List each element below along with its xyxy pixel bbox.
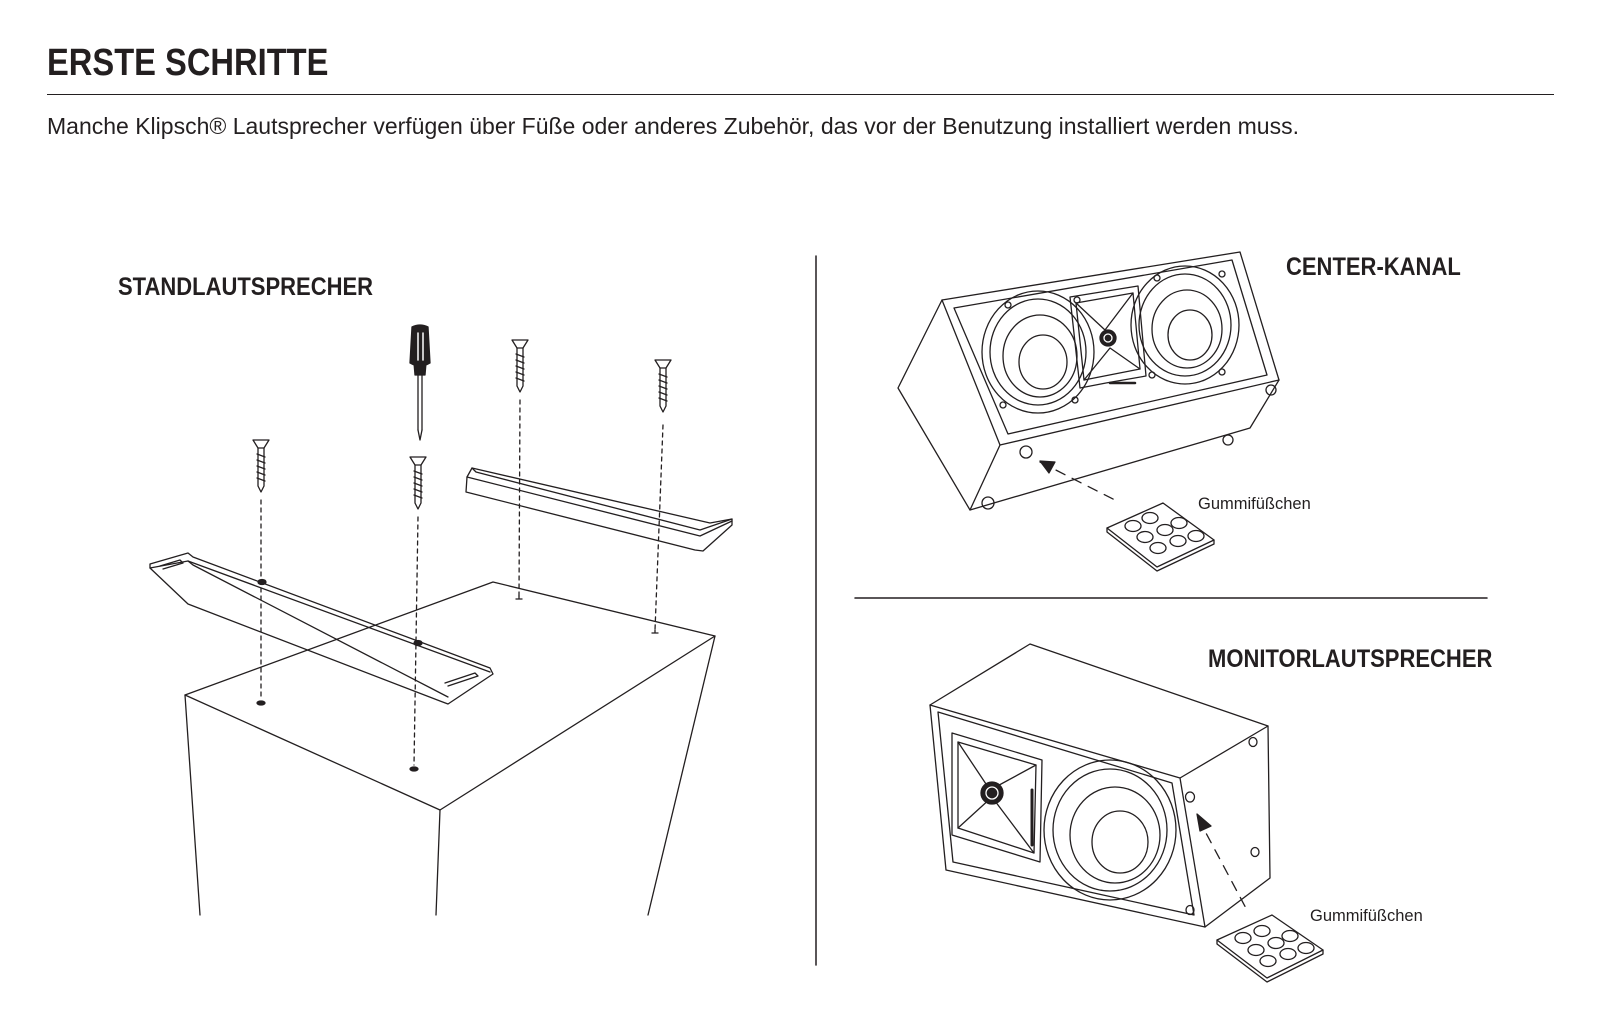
title-divider	[47, 94, 1554, 95]
monitor-rubber-feet-icon	[1217, 915, 1323, 982]
screwdriver-icon	[410, 325, 430, 440]
page-title: ERSTE SCHRITTE	[47, 42, 329, 84]
monitor-cabinet	[930, 644, 1270, 927]
screw-alignment-lines	[261, 400, 663, 765]
cabinet-mounting-holes	[257, 596, 658, 771]
monitor-woofer-cone	[1044, 760, 1176, 900]
horn-tweeter	[1070, 286, 1146, 388]
screw-icon	[655, 360, 671, 412]
monitor-horn-tweeter	[952, 733, 1042, 862]
woofer-cone-right	[1131, 266, 1239, 384]
center-channel-illustration	[898, 252, 1279, 571]
tower-cabinet	[185, 582, 715, 915]
rear-foot-bar	[466, 468, 732, 551]
center-rubber-feet-caption: Gummifüßchen	[1198, 495, 1311, 513]
center-channel-heading: CENTER-KANAL	[1286, 253, 1461, 281]
intro-text: Manche Klipsch® Lautsprecher verfügen üb…	[47, 113, 1299, 139]
center-rubber-feet-icon	[1107, 503, 1214, 571]
center-cabinet	[898, 252, 1279, 510]
screw-icon	[253, 440, 269, 492]
monitor-heading: MONITORLAUTSPRECHER	[1208, 645, 1493, 673]
screw-icon	[410, 457, 426, 509]
floorstanding-heading: STANDLAUTSPRECHER	[118, 273, 374, 301]
monitor-speaker-illustration	[930, 644, 1323, 982]
monitor-rubber-feet-caption: Gummifüßchen	[1310, 907, 1423, 925]
screw-icon	[512, 340, 528, 392]
front-foot-bar	[150, 553, 493, 704]
monitor-feet-holes	[1186, 738, 1260, 915]
floorstanding-speaker-illustration	[150, 325, 732, 915]
center-feet-holes	[982, 385, 1276, 509]
monitor-arrow-icon	[1197, 814, 1248, 912]
center-arrow-icon	[1040, 461, 1115, 500]
